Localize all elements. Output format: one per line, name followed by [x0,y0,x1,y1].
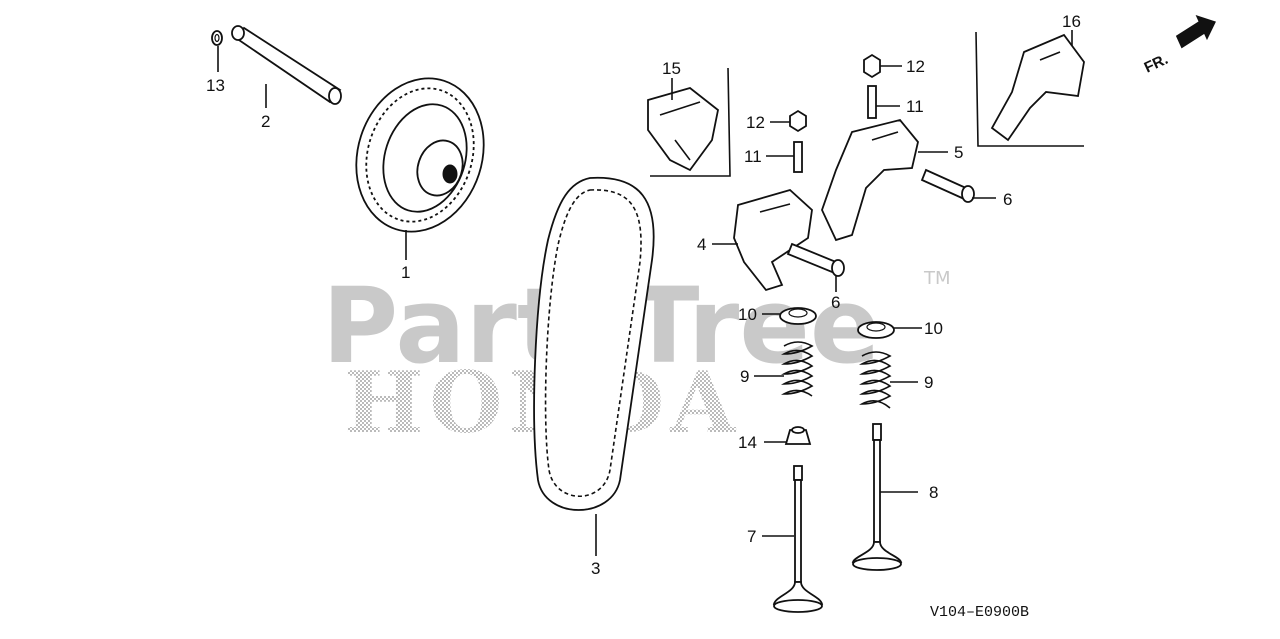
callout-12a: 12 [746,113,765,132]
callout-13: 13 [206,76,225,95]
front-direction-label: FR. [1142,51,1171,77]
callout-16: 16 [1062,12,1081,31]
part-10-retainer-a[interactable] [779,307,817,325]
watermark-trademark: TM [923,268,951,289]
part-16-rocker-arm[interactable] [990,33,1085,142]
callout-11a: 11 [744,147,762,166]
part-10-retainer-b[interactable] [857,321,895,339]
callout-8: 8 [929,483,938,502]
part-5-rocker-arm[interactable] [821,118,919,242]
callout-9b: 9 [924,373,933,392]
callout-1: 1 [401,263,410,282]
part-9-valve-spring-b[interactable] [858,351,892,409]
callout-12b: 12 [906,57,925,76]
part-11-adjusting-screw-a[interactable] [793,141,803,173]
part-16-box [975,31,1084,147]
callout-9a: 9 [740,367,749,386]
part-12-nut-a[interactable] [789,109,807,133]
callout-6b: 6 [1003,190,1012,209]
part-6-pivot-bolt-b[interactable] [920,168,975,203]
callout-6a: 6 [831,293,840,312]
callout-10a: 10 [738,305,757,324]
callout-15: 15 [662,59,681,78]
part-9-valve-spring-a[interactable] [780,341,814,397]
front-direction-arrow: FR. [1142,15,1216,77]
part-8-valve[interactable] [851,423,903,571]
callout-14: 14 [738,433,757,452]
part-12-nut-b[interactable] [863,53,881,79]
diagram-code: V104–E0900B [930,604,1029,621]
callout-11b: 11 [906,97,924,116]
part-2-camshaft-pin[interactable] [231,25,342,105]
part-15-box [650,67,731,177]
leader-lines [217,30,1073,556]
part-4-rocker-arm[interactable] [733,188,813,292]
part-1-camshaft-pulley[interactable] [337,62,503,249]
callout-7: 7 [747,527,756,546]
callouts: 13 2 1 3 4 5 6 6 7 8 9 9 10 10 11 11 12 … [206,12,1081,578]
callout-4: 4 [697,235,706,254]
part-6-pivot-bolt-a[interactable] [786,242,845,277]
part-14-valve-stem-seal[interactable] [784,426,812,445]
part-11-adjusting-screw-b[interactable] [867,85,877,119]
part-15-rocker-arm[interactable] [647,87,719,172]
callout-3: 3 [591,559,600,578]
part-7-valve[interactable] [772,465,824,613]
part-13-washer[interactable] [211,30,223,46]
callout-10b: 10 [924,319,943,338]
callout-5: 5 [954,143,963,162]
part-3-timing-belt[interactable] [533,176,655,511]
callout-2: 2 [261,112,270,131]
